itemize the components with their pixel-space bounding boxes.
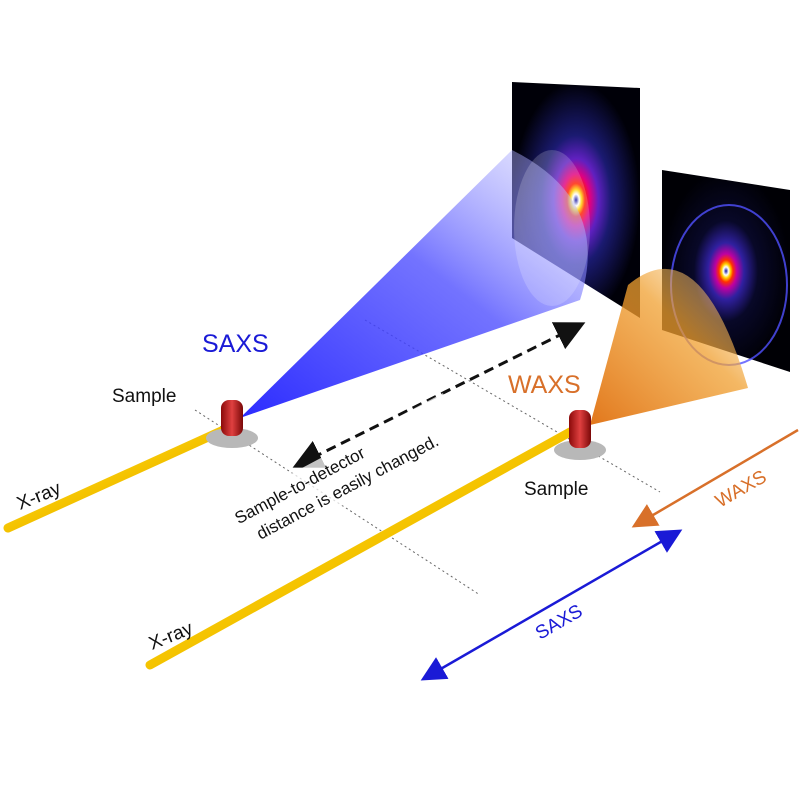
waxs-range-arrow [631,428,799,528]
sample-left [206,400,258,448]
waxs-title: WAXS [508,371,581,399]
sample-left-body [221,400,243,436]
saxs-detector [512,82,640,318]
saxs-cone-base [514,150,590,306]
sample-left-label: Sample [112,386,176,407]
waxs-range-label: WAXS [712,467,770,513]
sample-right-label: Sample [524,479,588,500]
saxs-range-arrow [420,529,683,681]
distance-note: Sample-to-detector distance is easily ch… [222,393,468,557]
distance-note-bg [222,393,468,557]
saxs-title: SAXS [202,330,269,358]
xray-beam-right [145,427,575,670]
saxs-detector-image [512,82,640,318]
waxs-cone [590,268,748,425]
sample-left-base [206,428,258,448]
sample-right-body [569,410,591,448]
distance-arrow [292,322,586,468]
xray-beam-left [3,423,233,533]
saxs-range-label: SAXS [532,601,586,645]
